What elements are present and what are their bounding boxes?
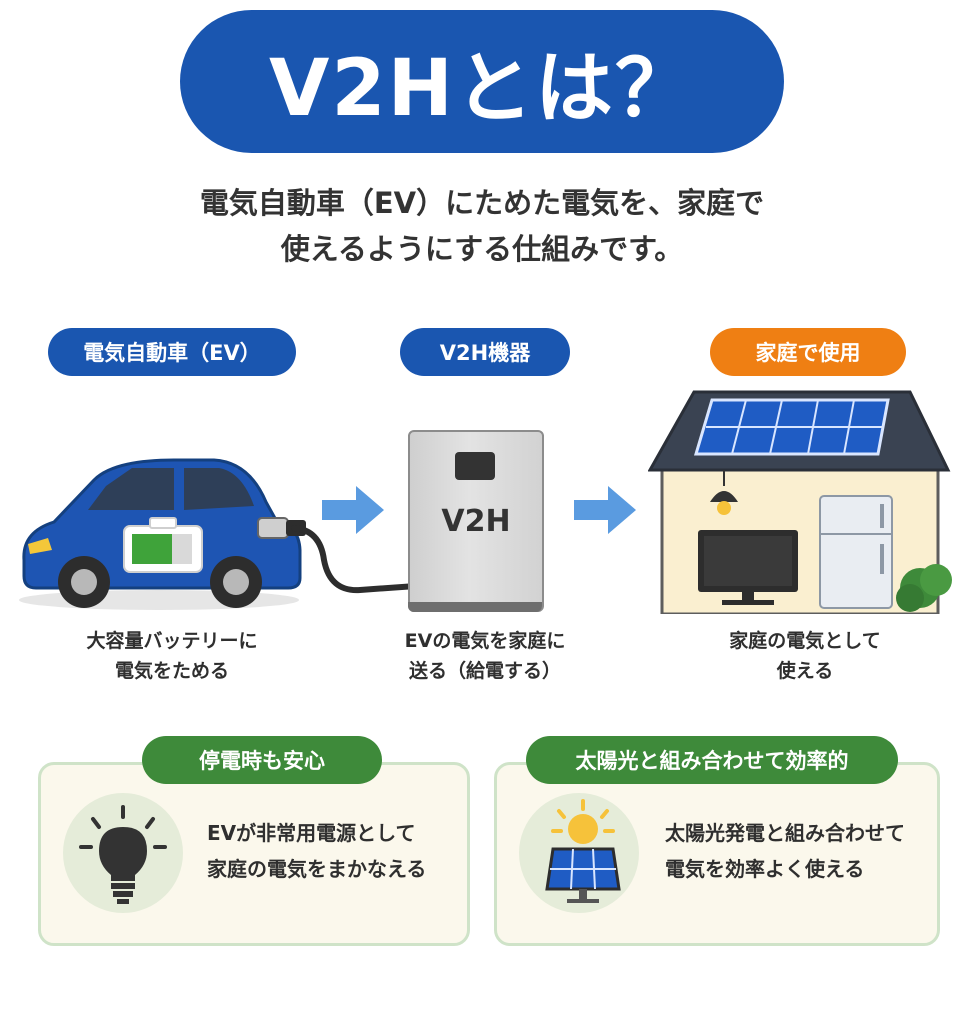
subtitle-line-1: 電気自動車（EV）にためた電気を、家庭で xyxy=(199,186,765,220)
arrow-right-icon xyxy=(574,486,636,534)
charging-cable xyxy=(291,525,419,594)
device-base xyxy=(408,602,542,612)
electric-car-icon xyxy=(19,458,306,610)
icon-circle xyxy=(519,793,639,913)
caption-line: 家庭の電気として xyxy=(729,630,881,652)
benefit-line: EVが非常用電源として xyxy=(207,821,416,845)
caption-line: 大容量バッテリーに xyxy=(86,630,258,652)
benefit-title-outage: 停電時も安心 xyxy=(142,736,382,784)
page-title: V2Hとは？ xyxy=(180,10,784,153)
benefit-card-solar: 太陽光発電と組み合わせて 電気を効率よく使える xyxy=(494,762,940,946)
step-label-ev: 電気自動車（EV） xyxy=(48,328,296,376)
benefit-text: EVが非常用電源として 家庭の電気をまかなえる xyxy=(207,815,457,887)
icon-circle xyxy=(63,793,183,913)
house-icon xyxy=(648,390,952,614)
benefit-text: 太陽光発電と組み合わせて 電気を効率よく使える xyxy=(665,815,925,887)
v2h-device: V2H xyxy=(408,430,544,612)
solar-panel-icon xyxy=(545,799,621,903)
caption-line: EVの電気を家庭に xyxy=(404,630,566,652)
caption-line: 送る（給電する） xyxy=(408,660,561,682)
device-display xyxy=(455,452,495,480)
device-label: V2H xyxy=(441,504,511,539)
benefit-line: 太陽光発電と組み合わせて xyxy=(665,821,905,845)
subtitle-line-2: 使えるようにする仕組みです。 xyxy=(280,232,684,266)
caption-line: 使える xyxy=(776,660,834,682)
step-label-v2h: V2H機器 xyxy=(400,328,570,376)
solar-panel-roof xyxy=(693,398,890,456)
benefit-title-solar: 太陽光と組み合わせて効率的 xyxy=(526,736,898,784)
caption-line: 電気をためる xyxy=(114,660,229,682)
light-bulb-icon xyxy=(79,805,167,904)
benefit-line: 家庭の電気をまかなえる xyxy=(207,857,427,881)
step-caption-v2h: EVの電気を家庭に 送る（給電する） xyxy=(360,626,610,686)
step-caption-home: 家庭の電気として 使える xyxy=(680,626,930,686)
step-label-home: 家庭で使用 xyxy=(710,328,906,376)
arrow-right-icon xyxy=(322,486,384,534)
benefit-card-outage: EVが非常用電源として 家庭の電気をまかなえる xyxy=(38,762,470,946)
step-caption-ev: 大容量バッテリーに 電気をためる xyxy=(48,626,296,686)
subtitle: 電気自動車（EV）にためた電気を、家庭で 使えるようにする仕組みです。 xyxy=(100,180,864,272)
benefit-line: 電気を効率よく使える xyxy=(665,857,865,881)
